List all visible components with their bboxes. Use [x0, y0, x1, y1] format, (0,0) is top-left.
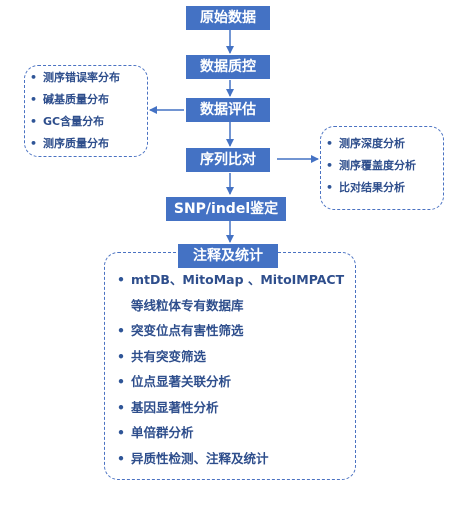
flow-step-snp-indel: SNP/indel鉴定: [166, 197, 286, 221]
annotation-item-6: •基因显著性分析: [117, 399, 219, 415]
right-detail-box: •测序深度分析 •测序覆盖度分析 •比对结果分析: [320, 126, 444, 210]
annotation-item-1: •mtDB、MitoMap 、MitoIMPACT: [117, 272, 345, 287]
right-item-2: •测序覆盖度分析: [326, 159, 416, 172]
flow-step-quality-control: 数据质控: [186, 55, 270, 79]
flow-step-alignment: 序列比对: [186, 148, 270, 172]
annotation-detail-box: •mtDB、MitoMap 、MitoIMPACT 等线粒体专有数据库 •突变位…: [104, 252, 356, 480]
annotation-item-4: •共有突变筛选: [117, 348, 207, 364]
annotation-item-7: •单倍群分析: [117, 425, 194, 440]
left-item-4: •测序质量分布: [30, 137, 109, 150]
annotation-item-2: 等线粒体专有数据库: [131, 297, 244, 313]
right-item-1: •测序深度分析: [326, 137, 405, 150]
flow-step-raw-data: 原始数据: [186, 6, 270, 30]
right-detail-list: •测序深度分析 •测序覆盖度分析 •比对结果分析: [321, 133, 443, 199]
annotation-item-8: •异质性检测、注释及统计: [117, 450, 269, 466]
left-item-3: •GC含量分布: [30, 115, 105, 128]
flow-step-annotation: 注释及统计: [178, 244, 278, 268]
left-item-1: •测序错误率分布: [30, 71, 120, 84]
left-detail-list: •测序错误率分布 •碱基质量分布 •GC含量分布 •测序质量分布: [25, 67, 147, 155]
annotation-item-5: •位点显著关联分析: [117, 374, 232, 389]
annotation-detail-list: •mtDB、MitoMap 、MitoIMPACT 等线粒体专有数据库 •突变位…: [105, 267, 355, 471]
annotation-item-3: •突变位点有害性筛选: [117, 323, 244, 338]
left-detail-box: •测序错误率分布 •碱基质量分布 •GC含量分布 •测序质量分布: [24, 65, 148, 157]
left-item-2: •碱基质量分布: [30, 93, 109, 106]
right-item-3: •比对结果分析: [326, 181, 405, 194]
flow-step-data-evaluation: 数据评估: [186, 98, 270, 122]
